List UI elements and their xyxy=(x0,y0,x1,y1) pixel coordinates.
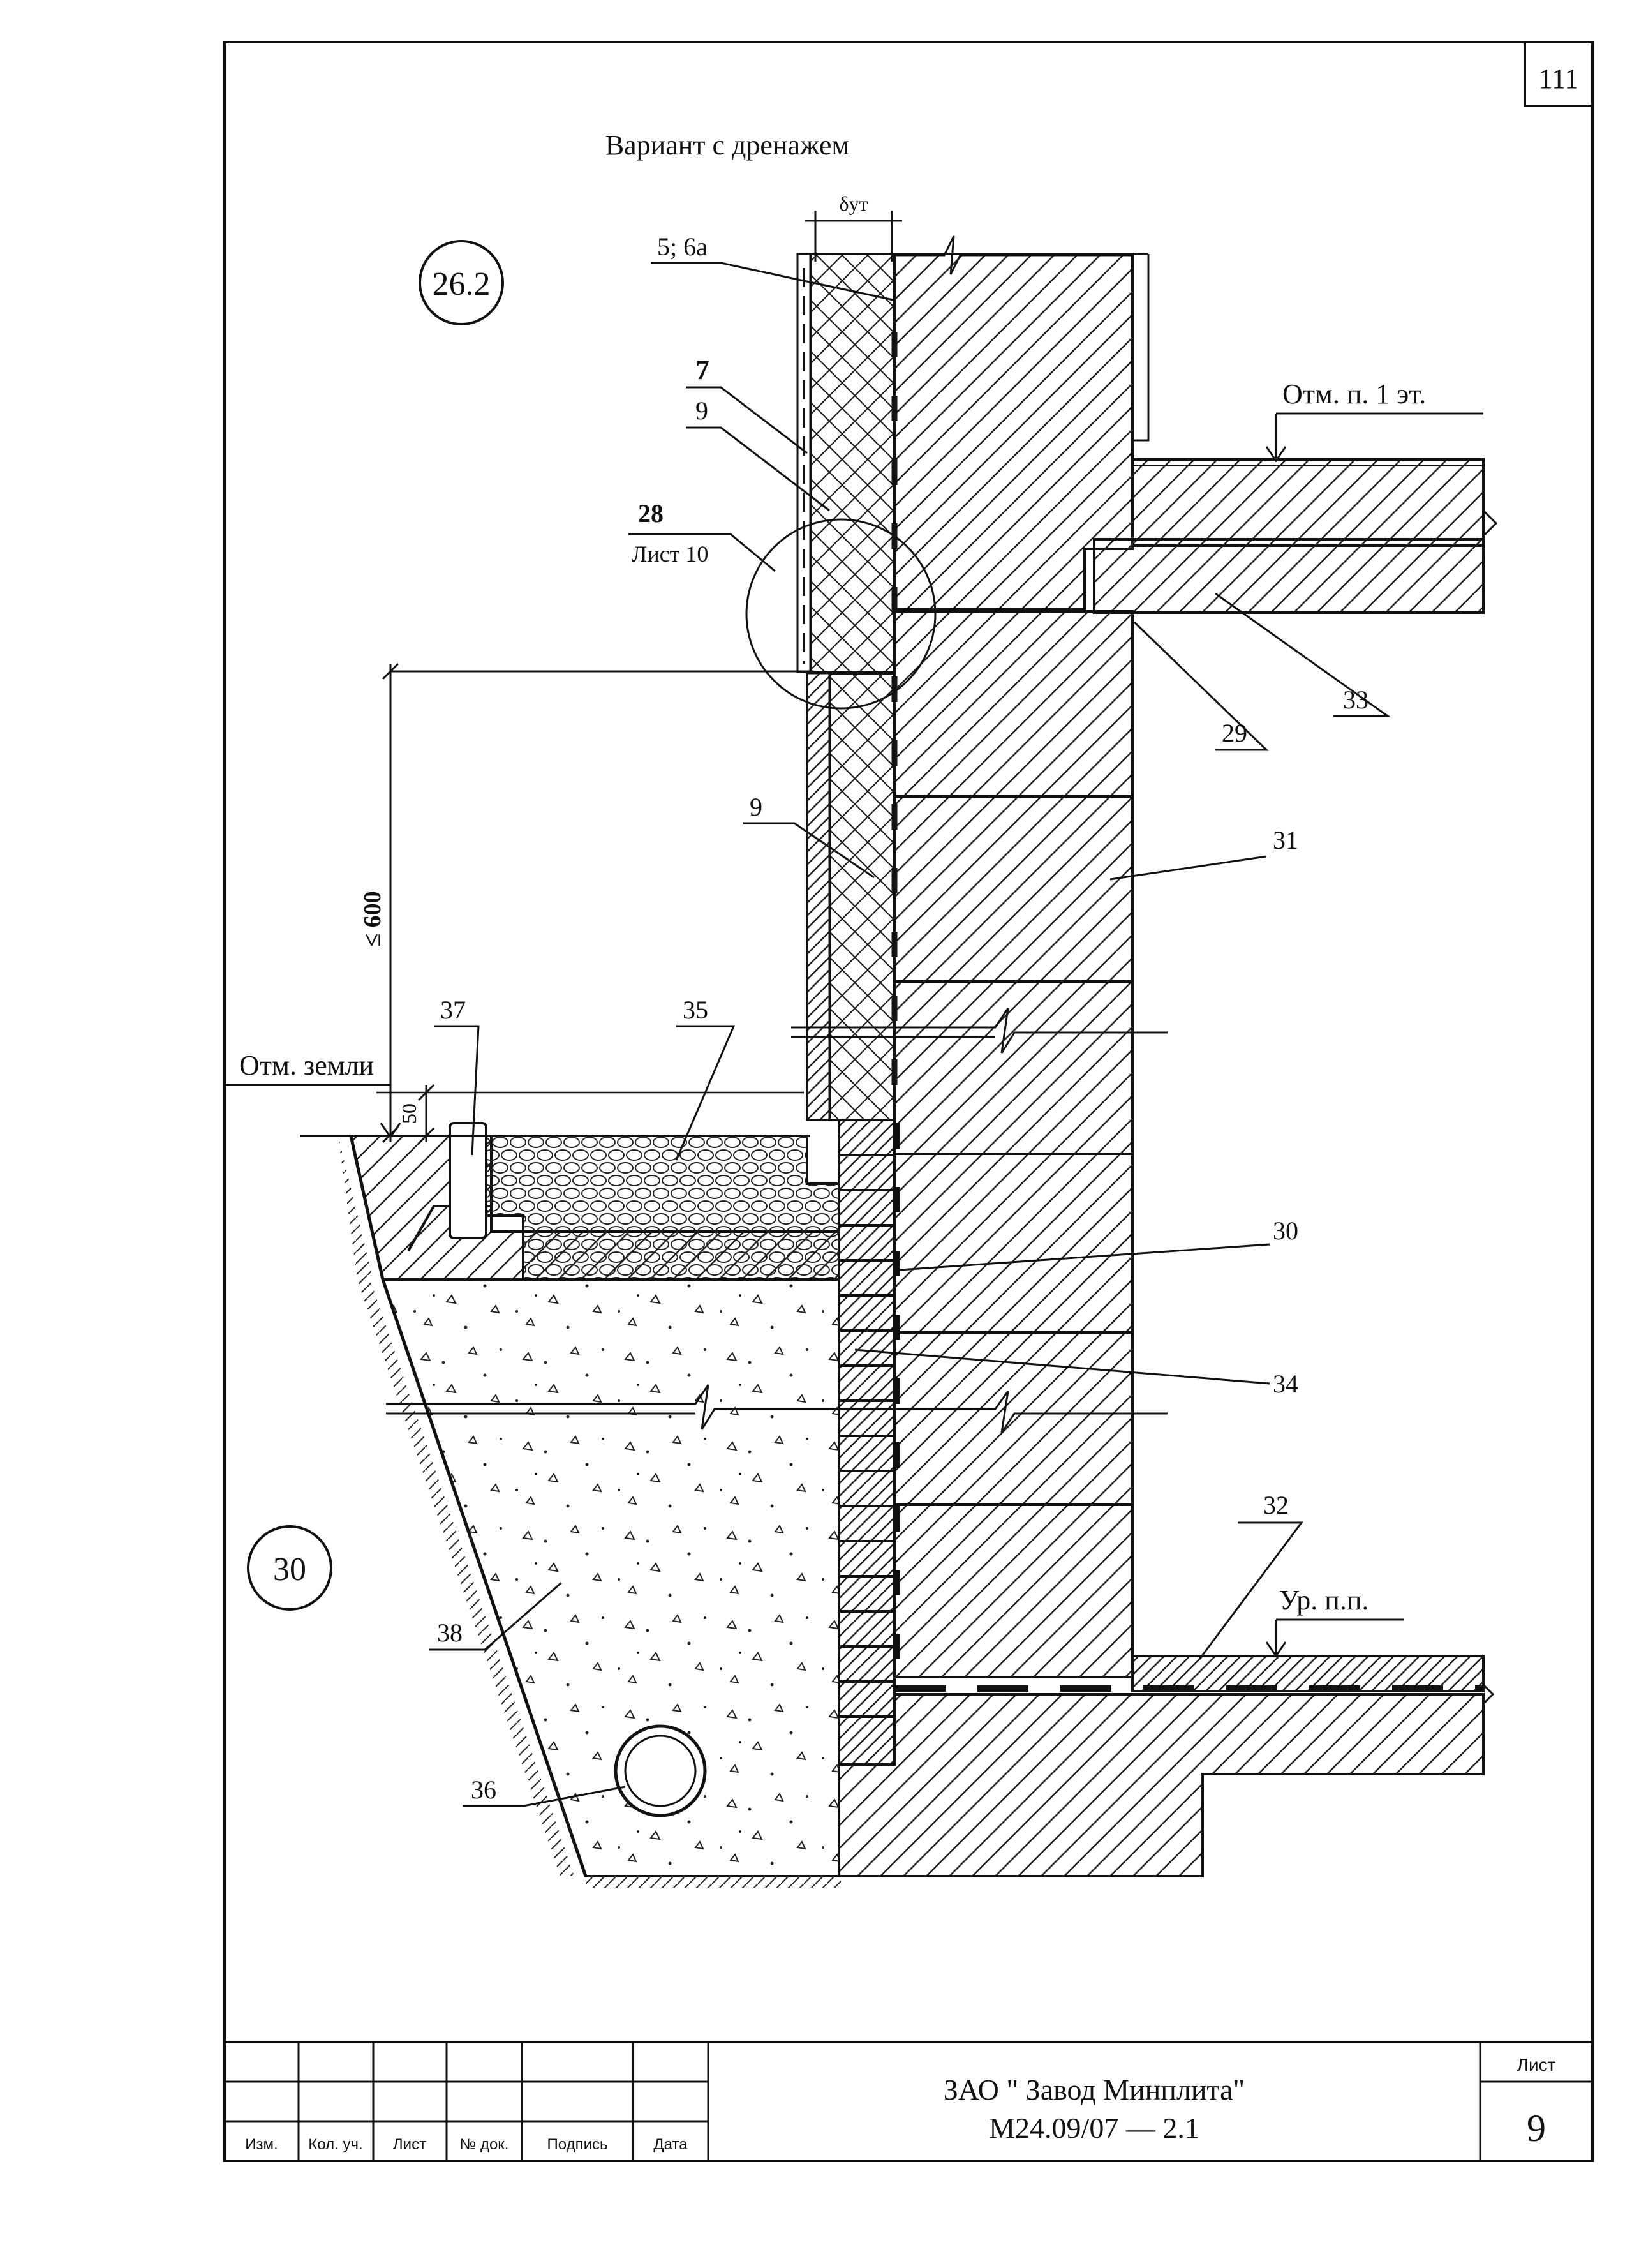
svg-text:30: 30 xyxy=(273,1551,306,1588)
break-lines xyxy=(386,235,1168,1433)
dim-50-label: 50 xyxy=(397,1103,420,1124)
node-marker-30: 30 xyxy=(247,1525,332,1611)
footing xyxy=(838,1693,1485,1877)
svg-text:Ур. п.п.: Ур. п.п. xyxy=(1279,1585,1368,1616)
tb-col-kol: Кол. уч. xyxy=(308,2136,362,2153)
label-28-sheet: Лист 10 xyxy=(632,541,708,567)
dimension-50 xyxy=(417,1084,435,1145)
svg-text:Отм. земли: Отм. земли xyxy=(239,1050,374,1081)
label-33: 33 xyxy=(1343,685,1368,714)
label-34: 34 xyxy=(1273,1369,1298,1398)
label-9-lower: 9 xyxy=(750,793,762,821)
insulation-upper xyxy=(796,253,898,673)
label-5-6a: 5; 6а xyxy=(657,232,708,261)
label-31: 31 xyxy=(1273,826,1298,854)
dim-600-label: ≤ 600 xyxy=(359,891,386,946)
node-marker-26-2: 26.2 xyxy=(419,240,504,325)
label-9-upper: 9 xyxy=(695,396,708,425)
title-block xyxy=(223,2041,1594,2162)
gravel-layer xyxy=(484,1135,840,1281)
level-basement-floor: Ур. п.п. xyxy=(1265,1585,1404,1658)
svg-text:26.2: 26.2 xyxy=(433,266,491,302)
dim-delta-label: δут xyxy=(839,192,868,215)
variant-title: Вариант с дренажем xyxy=(605,130,849,161)
tb-col-sign: Подпись xyxy=(547,2136,608,2153)
detail-callout-circle xyxy=(745,518,937,710)
tb-sheet-number: 9 xyxy=(1527,2107,1546,2149)
dimension-600 xyxy=(382,662,813,1144)
leader-lines xyxy=(429,262,1391,1807)
label-29: 29 xyxy=(1222,719,1247,747)
tb-code: М24.09/07 — 2.1 xyxy=(989,2112,1199,2144)
tb-col-date: Дата xyxy=(653,2136,688,2153)
label-37: 37 xyxy=(440,996,466,1024)
earth-hatch-side xyxy=(338,1136,841,1888)
floor-slab xyxy=(1093,458,1498,614)
ground-surface xyxy=(300,1091,810,1137)
basement-floor xyxy=(894,1655,1495,1774)
svg-text:Отм. п. 1 эт.: Отм. п. 1 эт. xyxy=(1282,378,1426,410)
tb-col-doc: № док. xyxy=(460,2136,509,2153)
edge-curb xyxy=(449,1122,487,1239)
level-floor1: Отм. п. 1 эт. xyxy=(1265,378,1483,463)
label-36: 36 xyxy=(471,1775,496,1804)
tb-sheet-label: Лист xyxy=(1517,2055,1556,2075)
label-32: 32 xyxy=(1263,1491,1289,1519)
drain-pipe xyxy=(614,1724,707,1817)
dimension-delta xyxy=(805,211,902,262)
label-7: 7 xyxy=(695,354,709,385)
label-38: 38 xyxy=(437,1618,463,1647)
brick-protection-wall xyxy=(838,1119,900,1766)
corner-number: 111 xyxy=(1539,63,1579,94)
corner-number-box xyxy=(1524,41,1594,107)
level-ground: Отм. земли xyxy=(225,1050,401,1139)
insulation-lower xyxy=(806,672,898,1123)
tb-company: ЗАО " Завод Минплита" xyxy=(944,2073,1245,2106)
tb-col-list: Лист xyxy=(393,2136,426,2153)
tb-col-izm: Изм. xyxy=(245,2136,278,2153)
label-30: 30 xyxy=(1273,1216,1298,1245)
label-28: 28 xyxy=(638,499,664,528)
label-35: 35 xyxy=(683,996,708,1024)
foundation-blocks xyxy=(893,610,1134,1761)
